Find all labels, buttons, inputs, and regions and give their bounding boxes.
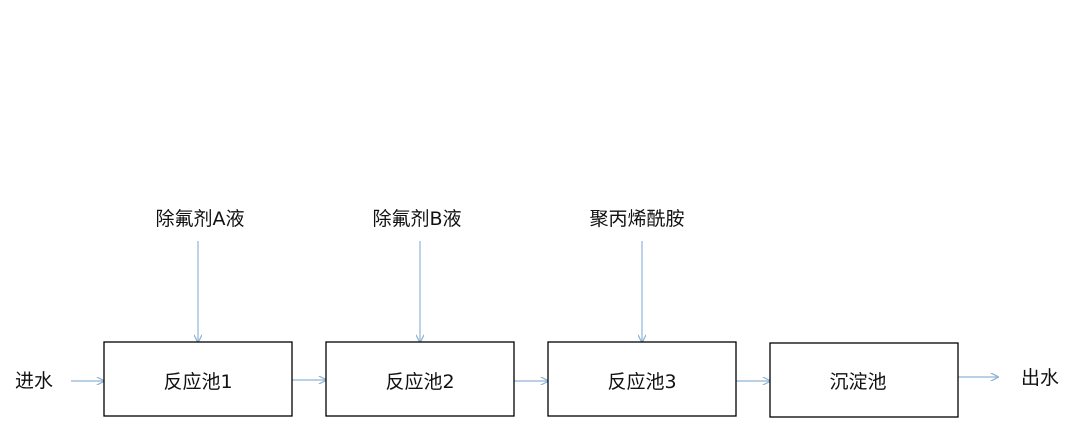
stage-reaction-tank-3: 反应池3 <box>547 341 737 417</box>
stage-reaction-tank-2: 反应池2 <box>325 341 515 417</box>
stage-label-2: 反应池2 <box>385 371 454 393</box>
stage-sedimentation-tank: 沉淀池 <box>769 342 959 418</box>
dosing-label-2: 除氟剂B液 <box>372 208 461 230</box>
inlet-label: 进水 <box>15 370 53 392</box>
dosing-label-1: 除氟剂A液 <box>156 208 245 230</box>
stage-label-4: 沉淀池 <box>829 371 886 393</box>
stage-label-3: 反应池3 <box>607 371 676 393</box>
stage-label-1: 反应池1 <box>163 371 232 393</box>
stage-reaction-tank-1: 反应池1 <box>103 341 293 417</box>
dosing-label-3: 聚丙烯酰胺 <box>589 208 684 230</box>
outlet-label: 出水 <box>1021 367 1059 389</box>
